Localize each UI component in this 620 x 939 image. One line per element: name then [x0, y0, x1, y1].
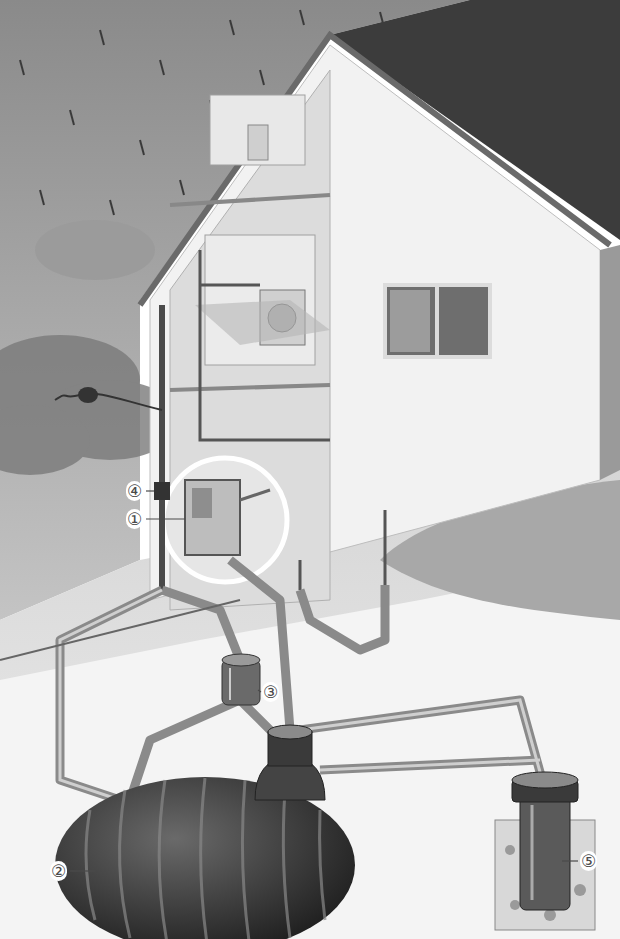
attic-room — [210, 95, 305, 165]
floor-tiles — [195, 300, 330, 345]
pipe — [60, 560, 545, 800]
garden-hose — [55, 394, 162, 410]
house-wall — [600, 245, 620, 480]
callout-number: ③ — [262, 682, 279, 702]
drain — [0, 600, 240, 660]
house-wall — [150, 45, 600, 600]
rain-diverter — [154, 482, 170, 500]
leader-line — [70, 491, 578, 871]
callout-number: ② — [50, 861, 67, 881]
infiltration-shaft — [495, 772, 595, 930]
callout-number: ① — [126, 509, 143, 529]
storage-tank — [55, 725, 355, 939]
window — [385, 285, 490, 357]
downpipe — [159, 305, 165, 590]
floor — [170, 385, 330, 390]
callout-number: ④ — [126, 481, 143, 501]
pump-unit — [185, 480, 240, 555]
filter — [222, 654, 260, 705]
pipe-highlight — [60, 590, 545, 800]
pipe — [200, 250, 330, 440]
callout-number: ⑤ — [580, 851, 597, 871]
floor — [170, 195, 330, 205]
magnifier — [163, 458, 287, 582]
